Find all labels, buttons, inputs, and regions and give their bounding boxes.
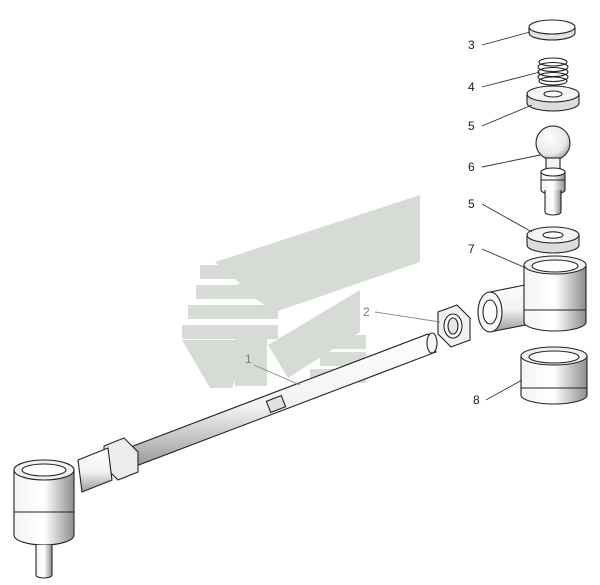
callout-6: 6 — [468, 160, 475, 174]
part-8-bushing — [520, 346, 588, 405]
part-7-socket-housing — [477, 255, 587, 333]
part-2-hex-nut — [437, 304, 471, 348]
part-5-washer-bottom — [526, 226, 580, 254]
callout-labels: 3 4 5 6 5 7 2 1 8 — [245, 38, 480, 407]
part-5-washer-top — [526, 85, 580, 112]
callout-5-top: 5 — [468, 119, 475, 133]
part-1-tie-rod — [13, 332, 438, 579]
callout-1: 1 — [245, 352, 252, 366]
part-6-ball-pin — [535, 125, 571, 216]
leader-lines — [253, 31, 541, 401]
part-4-spring — [537, 57, 569, 86]
part-3-cap — [528, 19, 576, 41]
callout-4: 4 — [468, 80, 475, 94]
callout-7: 7 — [468, 242, 475, 256]
watermark-logo — [182, 195, 420, 388]
callout-5-bottom: 5 — [468, 197, 475, 211]
callout-8: 8 — [473, 393, 480, 407]
callout-2: 2 — [363, 305, 370, 319]
callout-3: 3 — [468, 38, 475, 52]
